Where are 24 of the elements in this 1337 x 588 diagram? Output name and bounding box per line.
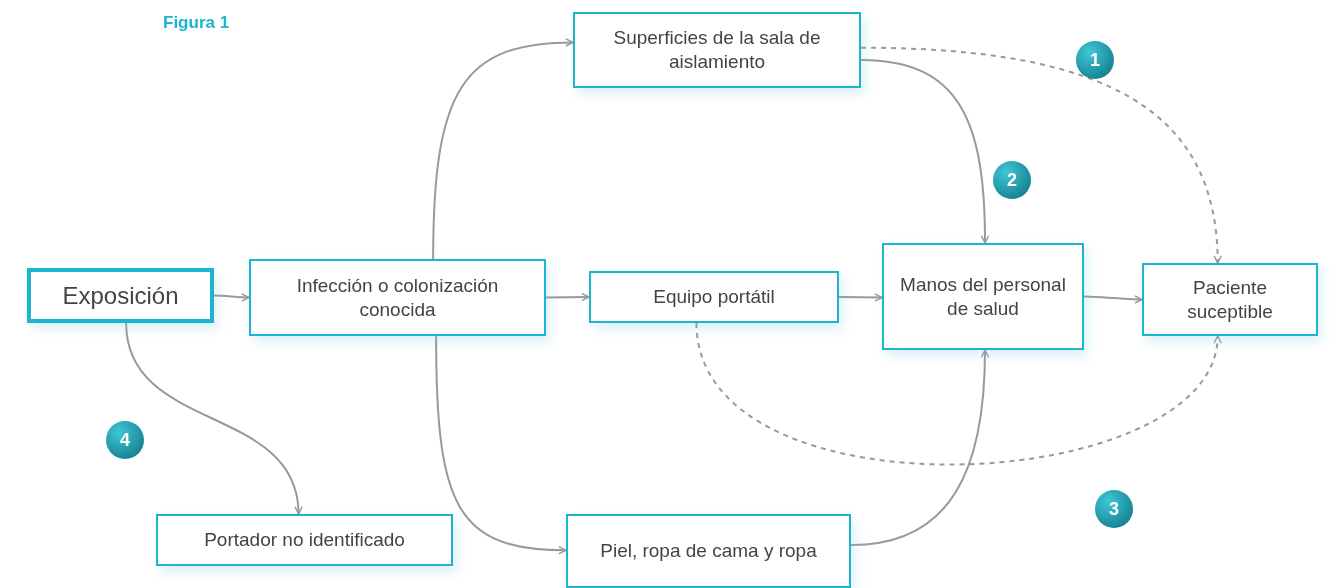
callout-number: 4 [106, 421, 144, 459]
arrow [860, 46, 1222, 264]
process-box: Portador no identificado [156, 514, 453, 566]
process-box: Equipo portátil [589, 271, 839, 323]
arrow [545, 292, 590, 302]
arrow [860, 58, 990, 244]
callout-number: 3 [1095, 490, 1133, 528]
process-box: Piel, ropa de cama y ropa [566, 514, 851, 588]
process-box: Paciente suceptible [1142, 263, 1318, 336]
process-box: Manos del personal de salud [882, 243, 1084, 350]
arrow [125, 322, 302, 515]
process-box: Exposición [27, 268, 214, 323]
arrow [838, 293, 883, 302]
figure-title: Figura 1 [163, 12, 230, 34]
process-box: Infección o colonización conocida [249, 259, 546, 336]
process-box: Superficies de la sala de aislamiento [573, 12, 861, 88]
arrow [695, 322, 1220, 466]
callout-number: 2 [993, 161, 1031, 199]
arrow [850, 349, 990, 547]
arrow [435, 335, 567, 555]
arrow [432, 38, 574, 260]
arrow [213, 293, 250, 302]
callout-number: 1 [1076, 41, 1114, 79]
arrow [1083, 295, 1143, 304]
